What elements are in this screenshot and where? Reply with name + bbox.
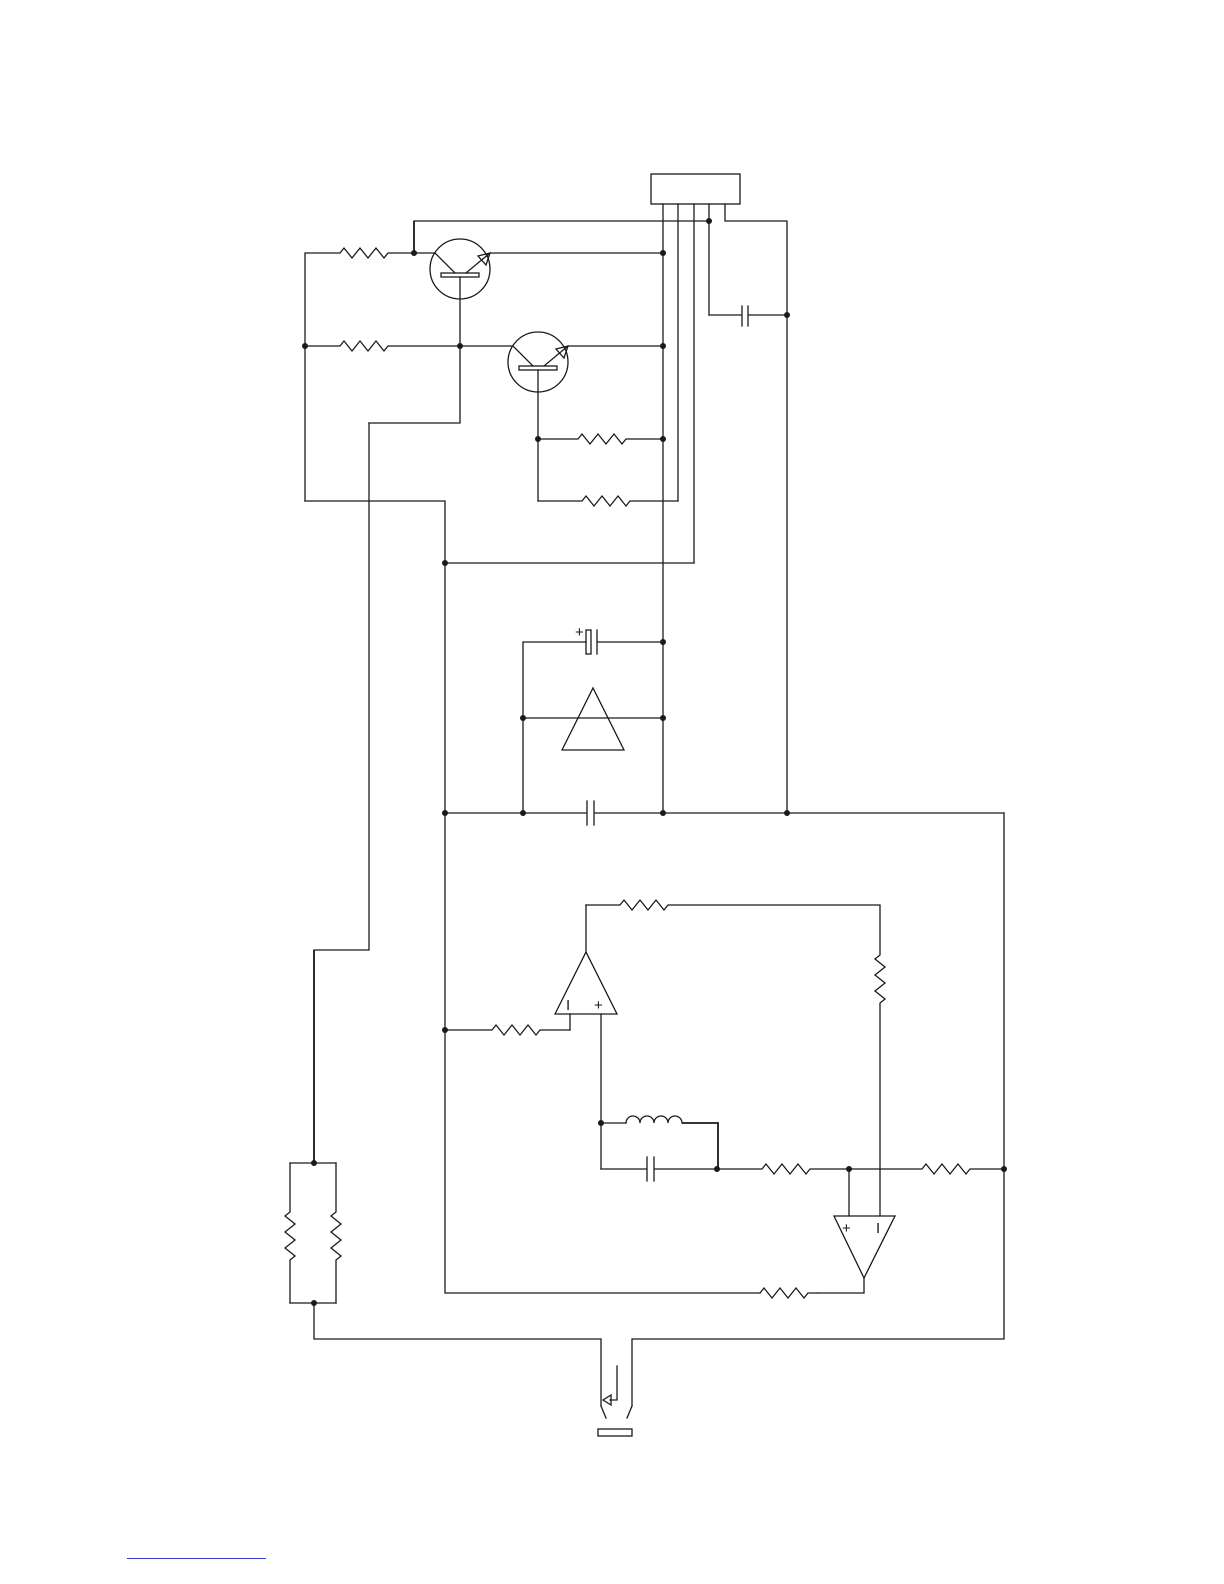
- capacitor-c1: [709, 306, 787, 326]
- resistor-r8: [849, 1164, 1004, 1174]
- switch-s1: [598, 1366, 632, 1436]
- resistor-r1: [305, 248, 414, 501]
- polarity-mark: +: [575, 624, 584, 641]
- capacitor-c2: [445, 801, 1004, 825]
- opamp2-noninverting-label: +: [842, 1220, 851, 1237]
- connector-header: [651, 174, 787, 813]
- left-return-wire: [314, 423, 369, 1163]
- diode-triangle: [523, 688, 663, 750]
- resistor-r3: [538, 434, 663, 444]
- resistor-r6: [445, 1025, 570, 1035]
- op-amp-u1: I +: [555, 905, 617, 1169]
- opamp2-inverting-label: I: [876, 1220, 880, 1237]
- resistor-r4: [538, 496, 678, 506]
- transistor-q1: [369, 239, 663, 423]
- transistor-q2: [460, 332, 663, 501]
- right-outer-wire: [632, 813, 1004, 1406]
- inductor-l1: [601, 1116, 718, 1169]
- footer-rule: [127, 1558, 266, 1559]
- resistor-r2: [305, 341, 460, 351]
- resistor-pair: [285, 950, 601, 1406]
- resistor-r9: [760, 1288, 818, 1298]
- op-amp-u2: + I: [818, 1216, 895, 1293]
- left-loop-wire: [305, 501, 760, 1293]
- resistor-r7: [717, 1164, 849, 1216]
- junction-dots: [302, 218, 1007, 1306]
- opamp1-noninverting-label: +: [594, 997, 603, 1014]
- capacitor-c3: [601, 1157, 717, 1181]
- opamp1-inverting-label: I: [566, 997, 570, 1014]
